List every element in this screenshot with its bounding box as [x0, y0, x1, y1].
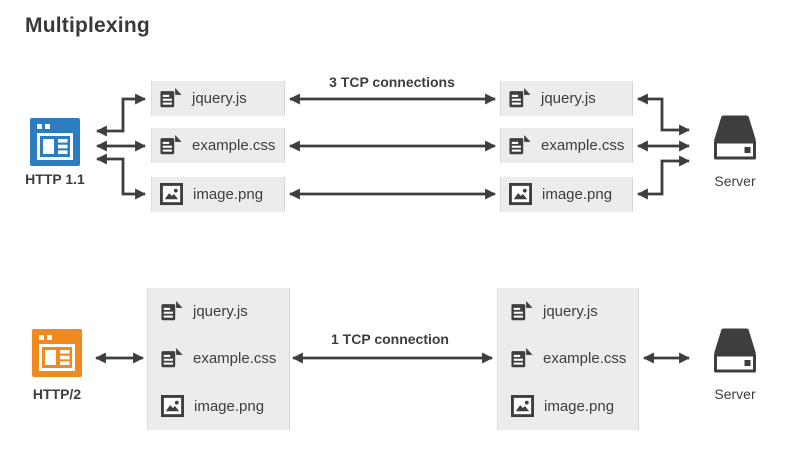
http2-server-files-box: jquery.js example.css image.png	[497, 288, 639, 430]
file-label: jquery.js	[193, 303, 248, 321]
file-label: image.png	[544, 397, 615, 415]
http1-browser-icon	[30, 118, 80, 166]
image-icon	[160, 183, 183, 206]
file-row: image.png	[498, 394, 638, 418]
file-row: image.png	[148, 394, 289, 418]
file-text-icon	[160, 87, 182, 108]
http1-client-label: HTTP 1.1	[25, 171, 85, 187]
http1-server-label: Server	[714, 173, 756, 189]
http2-server-label: Server	[714, 386, 756, 402]
file-text-icon	[509, 134, 531, 155]
file-label: example.css	[543, 350, 627, 368]
file-text-icon	[509, 87, 531, 108]
image-icon	[509, 183, 532, 206]
http2-client-label: HTTP/2	[32, 386, 82, 402]
file-label: image.png	[193, 186, 264, 203]
file-label: jquery.js	[541, 90, 596, 107]
http1-server-file-jquery: jquery.js	[500, 81, 633, 116]
file-text-icon	[511, 348, 533, 368]
http1-server-file-image: image.png	[500, 177, 633, 212]
http2-connection-label: 1 TCP connection	[331, 331, 449, 347]
http2-browser-icon	[32, 329, 82, 377]
file-label: image.png	[542, 186, 613, 203]
page-title: Multiplexing	[25, 14, 150, 37]
file-row: example.css	[148, 347, 289, 371]
arrow-http1-image-server	[636, 155, 691, 200]
http1-client-file-css: example.css	[151, 128, 285, 163]
http1-connection-label: 3 TCP connections	[329, 74, 455, 90]
arrow-http1-client-image	[95, 153, 147, 200]
image-icon	[511, 394, 534, 417]
file-text-icon	[161, 348, 183, 368]
file-text-icon	[161, 301, 183, 321]
http1-client-file-jquery: jquery.js	[151, 81, 285, 116]
file-text-icon	[511, 301, 533, 321]
file-row: example.css	[498, 347, 638, 371]
file-label: example.css	[193, 350, 277, 368]
file-text-icon	[160, 134, 182, 155]
http2-server-icon	[712, 327, 758, 375]
http1-server-file-css: example.css	[500, 128, 633, 163]
arrow-http1-jquery-server	[636, 93, 691, 136]
image-icon	[161, 394, 184, 417]
file-row: jquery.js	[498, 300, 638, 324]
file-label: image.png	[194, 397, 265, 415]
file-label: jquery.js	[192, 90, 247, 107]
file-label: jquery.js	[543, 303, 598, 321]
http1-server-icon	[712, 114, 758, 162]
http2-client-files-box: jquery.js example.css image.png	[147, 288, 290, 430]
arrow-http1-client-jquery	[95, 93, 147, 137]
file-row: jquery.js	[148, 300, 289, 324]
file-label: example.css	[541, 137, 625, 154]
http1-client-file-image: image.png	[151, 177, 285, 212]
file-label: example.css	[192, 137, 276, 154]
